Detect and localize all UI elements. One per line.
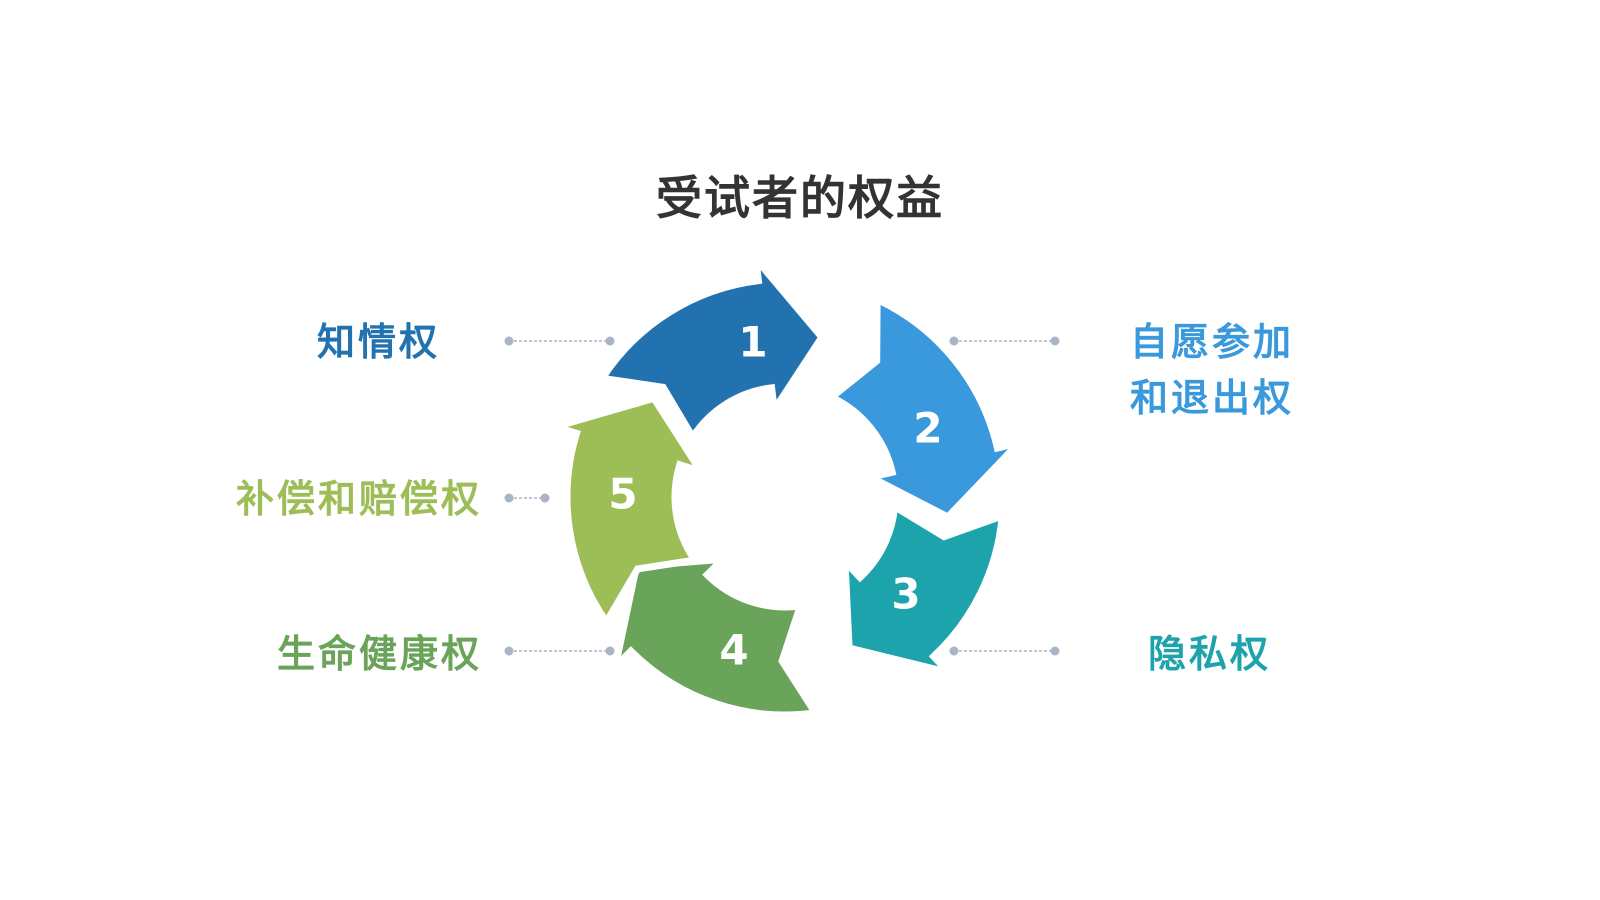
right-label-voluntary-participation: 自愿参加 和退出权 — [1130, 314, 1330, 426]
segment-number-3: 3 — [891, 570, 920, 619]
page-title: 受试者的权益 — [656, 171, 944, 225]
segment-arrow-2 — [824, 293, 1030, 522]
right-label-line: 自愿参加 — [1130, 320, 1295, 364]
connector-dot — [540, 493, 550, 503]
right-label-life-health: 生命健康权 — [250, 626, 482, 682]
segment-arrow-4 — [609, 554, 822, 719]
segment-number-4: 4 — [719, 626, 748, 675]
connector-1 — [504, 336, 615, 346]
right-label-compensation: 补偿和赔偿权 — [210, 471, 482, 527]
right-label-line: 生命健康权 — [276, 632, 482, 676]
segment-arrow-5 — [543, 394, 709, 629]
segment-numbers: 1 2 3 4 5 — [608, 318, 942, 675]
connector-dot — [504, 646, 514, 656]
right-label-privacy: 隐私权 — [1148, 626, 1308, 682]
segment-number-5: 5 — [608, 470, 637, 519]
connector-dot — [1050, 646, 1060, 656]
connector-lines — [504, 336, 1060, 656]
connector-5 — [504, 493, 550, 503]
right-label-line: 补偿和赔偿权 — [235, 477, 482, 521]
connector-dot — [605, 336, 615, 346]
cycle-segments — [543, 247, 1030, 719]
connector-4 — [504, 646, 615, 656]
connector-dot — [504, 493, 514, 503]
connector-dot — [949, 336, 959, 346]
connector-dot — [1050, 336, 1060, 346]
connector-3 — [949, 646, 1060, 656]
right-label-informed-consent: 知情权 — [300, 314, 440, 370]
segment-number-2: 2 — [913, 404, 942, 453]
segment-arrow-3 — [841, 500, 1007, 679]
segment-arrow-1 — [596, 247, 827, 444]
connector-dot — [605, 646, 615, 656]
right-label-line: 隐私权 — [1148, 632, 1272, 676]
right-label-line: 知情权 — [316, 320, 440, 364]
right-label-line: 和退出权 — [1130, 376, 1295, 420]
segment-number-1: 1 — [738, 318, 767, 367]
connector-2 — [949, 336, 1060, 346]
connector-dot — [949, 646, 959, 656]
connector-dot — [504, 336, 514, 346]
